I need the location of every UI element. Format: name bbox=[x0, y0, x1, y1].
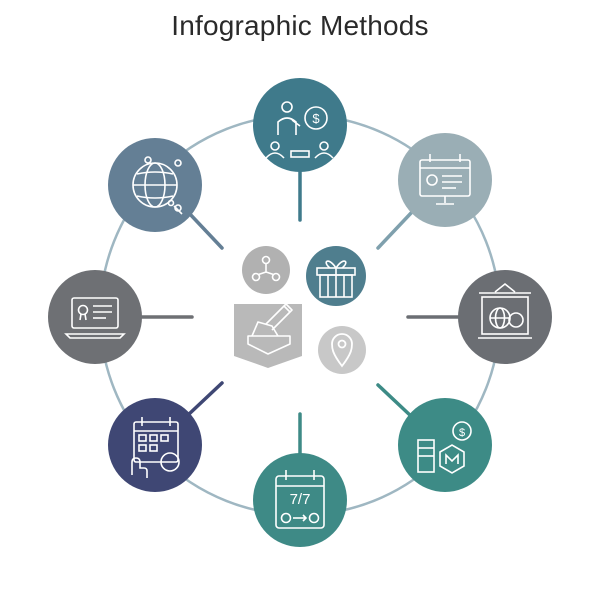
node-planning-calendar[interactable] bbox=[108, 398, 202, 492]
calendar-date-icon: 7/7 bbox=[275, 470, 325, 529]
node-calendar-schedule[interactable]: 7/7 bbox=[253, 453, 347, 547]
spoke-bottom-right bbox=[376, 383, 414, 419]
laptop-certificate-icon bbox=[64, 297, 126, 339]
hand-vote-ballot-icon bbox=[247, 303, 293, 355]
hub-satellite-nodes bbox=[242, 246, 290, 294]
globe-network-icon bbox=[132, 156, 183, 215]
presenter-money-icon: $ bbox=[265, 101, 334, 159]
spokes bbox=[140, 170, 460, 460]
spoke-top-right bbox=[376, 210, 414, 250]
node-laptop-credentials[interactable] bbox=[48, 270, 142, 364]
spoke-bottom-left bbox=[186, 381, 224, 417]
node-global-board[interactable] bbox=[458, 270, 552, 364]
spoke-top-left bbox=[186, 210, 224, 250]
page-title: Infographic Methods bbox=[171, 10, 429, 41]
connection-nodes-icon bbox=[251, 255, 281, 282]
hub-satellite-pin bbox=[318, 326, 366, 374]
hub-core-ballot bbox=[234, 303, 302, 368]
svg-text:$: $ bbox=[459, 427, 465, 439]
monitor-certificate-icon bbox=[419, 154, 471, 205]
calendar-date-text: 7/7 bbox=[290, 491, 311, 508]
exchange-hexagon-icon: $ bbox=[417, 421, 472, 474]
map-pin-icon bbox=[331, 333, 353, 368]
node-web-monitor[interactable] bbox=[398, 133, 492, 227]
gift-box-icon bbox=[316, 260, 356, 298]
center-hub bbox=[234, 246, 366, 374]
node-exchange-pricing[interactable]: $ bbox=[398, 398, 492, 492]
node-business-finance[interactable]: $ bbox=[253, 78, 347, 172]
board-globe-icon bbox=[478, 282, 532, 339]
calendar-touch-icon bbox=[131, 417, 180, 478]
hub-satellite-gift bbox=[306, 246, 366, 306]
node-global-network[interactable] bbox=[108, 138, 202, 232]
svg-text:$: $ bbox=[312, 111, 320, 126]
